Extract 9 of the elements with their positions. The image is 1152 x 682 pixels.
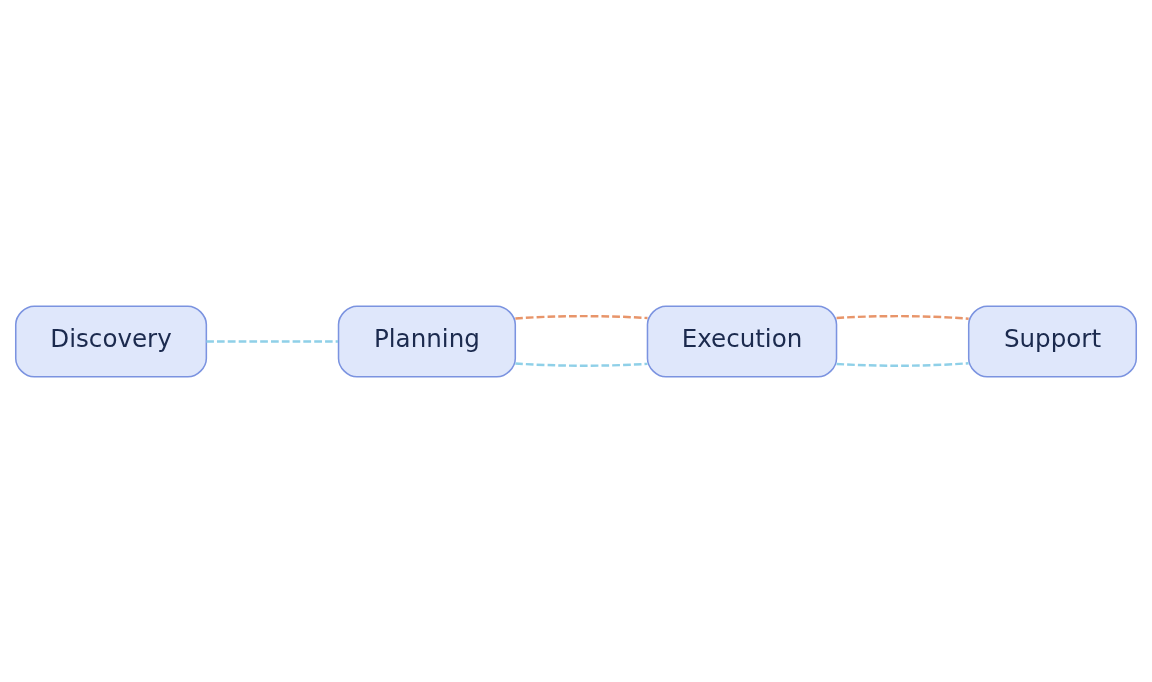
connector xyxy=(515,314,648,320)
connector xyxy=(515,361,648,367)
connector xyxy=(206,339,338,343)
node-box: Support xyxy=(967,304,1137,378)
connector xyxy=(836,314,969,320)
node-box: Planning xyxy=(337,304,517,378)
connector xyxy=(836,361,969,367)
node-box: Execution xyxy=(646,304,838,378)
node-box: Discovery xyxy=(15,304,208,378)
